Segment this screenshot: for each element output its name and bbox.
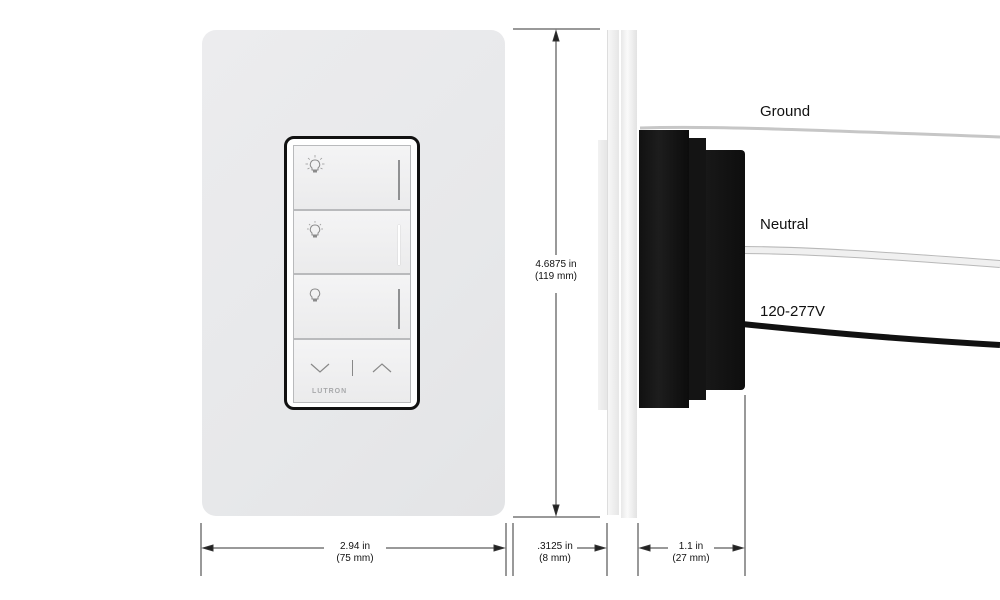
height-dimension-label: 4.6875 in (119 mm) <box>528 259 584 283</box>
width-imperial: 2.94 in <box>339 541 371 552</box>
divider <box>352 360 353 376</box>
status-indicator <box>398 289 400 329</box>
neutral-label: Neutral <box>760 216 809 233</box>
bulb-bright-icon <box>305 155 325 173</box>
side-adapter-plate <box>621 30 637 518</box>
plate-depth-metric: (8 mm) <box>539 553 571 564</box>
bulb-medium-icon <box>307 221 323 238</box>
side-faceplate <box>607 30 619 515</box>
plate-depth-dimension-label: .3125 in (8 mm) <box>531 541 579 565</box>
scene-button-2[interactable] <box>293 210 411 274</box>
width-metric: (75 mm) <box>336 553 374 564</box>
ground-wire <box>639 125 1000 139</box>
chevron-down-icon <box>310 363 330 373</box>
body-depth-dimension-label: 1.1 in (27 mm) <box>668 541 714 565</box>
device-body-front <box>639 130 689 408</box>
chevron-up-icon <box>372 363 392 373</box>
body-depth-metric: (27 mm) <box>672 553 710 564</box>
neutral-wire <box>741 247 1000 267</box>
status-indicator <box>398 225 400 265</box>
height-metric: (119 mm) <box>534 271 578 282</box>
keypad-front: LUTRON <box>284 136 420 410</box>
raise-lower-button[interactable]: LUTRON <box>293 339 411 403</box>
status-indicator <box>398 160 400 200</box>
line-wire <box>741 321 1000 348</box>
scene-button-1[interactable] <box>293 145 411 210</box>
body-depth-imperial: 1.1 in <box>678 541 704 552</box>
width-dimension-label: 2.94 in (75 mm) <box>324 541 386 565</box>
scene-button-3[interactable] <box>293 274 411 339</box>
device-body-rear <box>705 150 745 390</box>
bulb-off-icon <box>309 288 321 302</box>
side-buttons-profile <box>598 140 607 410</box>
brand-logo: LUTRON <box>312 388 348 395</box>
line-voltage-label: 120-277V <box>760 303 826 320</box>
device-body-middle <box>688 138 706 400</box>
ground-label: Ground <box>760 103 811 120</box>
plate-depth-imperial: .3125 in <box>537 541 573 552</box>
height-imperial: 4.6875 in <box>535 259 577 270</box>
